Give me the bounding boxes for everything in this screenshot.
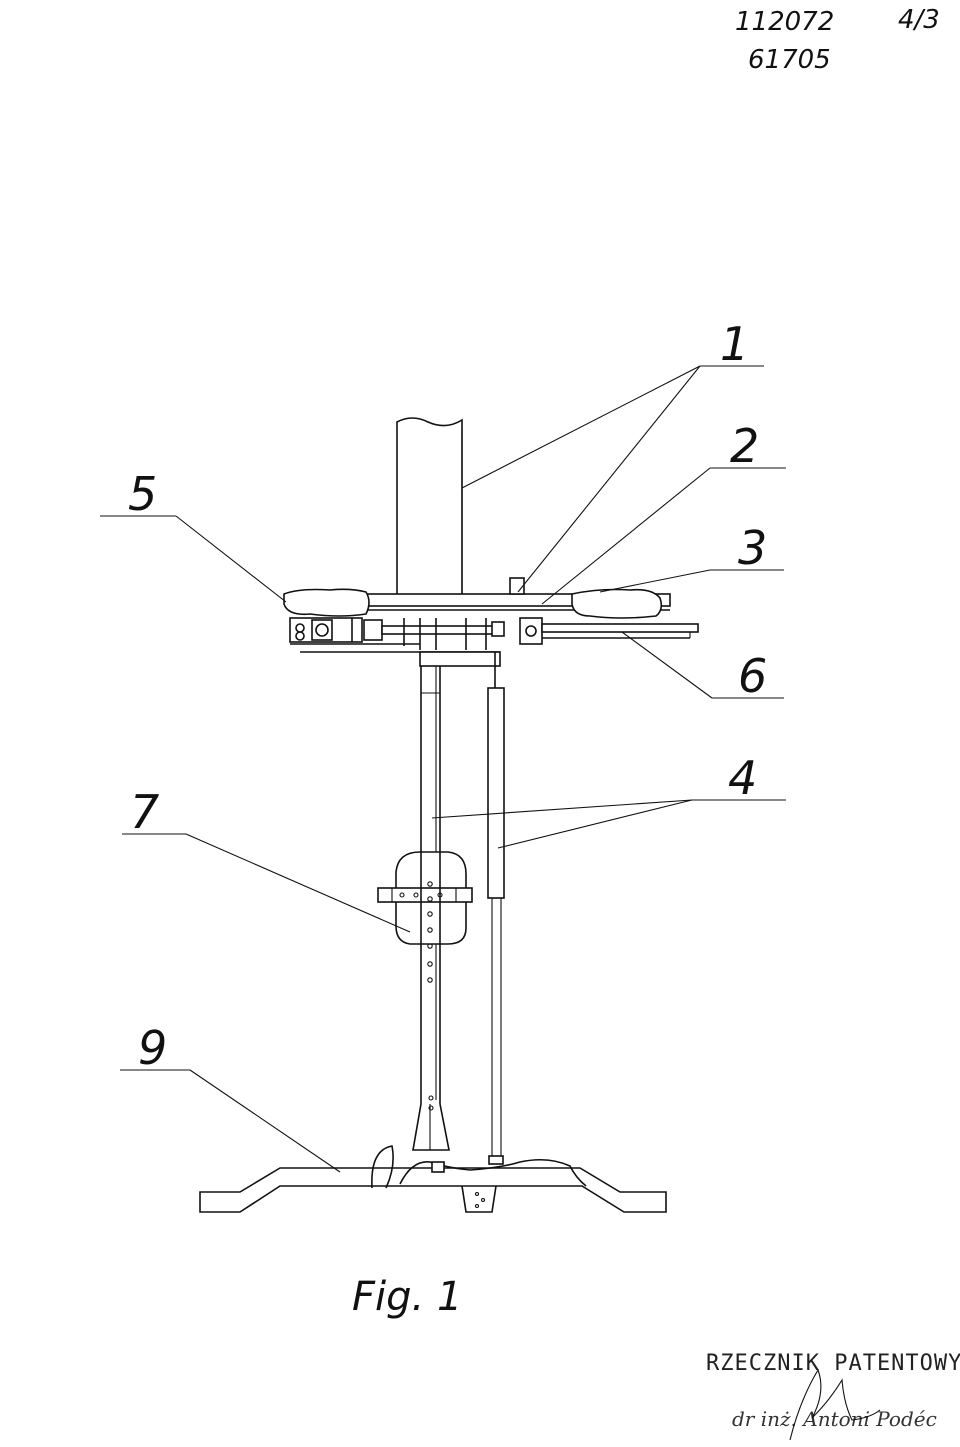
code-bottom-text: 61705	[748, 45, 831, 75]
carriage-assembly	[289, 617, 543, 653]
stamp-name-text: dr inż. Antoni Podéc	[732, 1407, 937, 1431]
signature-mark	[789, 1368, 881, 1441]
callout-9: 9	[138, 1021, 167, 1075]
code-top-text: 112072	[735, 7, 834, 37]
left-grip	[283, 588, 370, 617]
callout-3: 3	[738, 521, 767, 575]
back-pad	[377, 851, 473, 945]
figure-caption: Fig. 1	[352, 1274, 462, 1320]
callout-6: 6	[738, 649, 767, 703]
leader-lines	[100, 365, 786, 1173]
gas-strut	[487, 652, 505, 1165]
right-rail	[541, 623, 699, 639]
callout-7: 7	[130, 785, 159, 839]
mast-upper	[396, 417, 463, 594]
column-collar	[419, 651, 501, 667]
base-frame	[199, 1145, 667, 1213]
callout-4: 4	[728, 751, 757, 805]
sheet-number-text: 4/3	[898, 5, 940, 35]
callout-1: 1	[720, 317, 749, 371]
callout-2: 2	[730, 419, 759, 473]
right-grip	[571, 588, 663, 619]
stamp-office-text: RZECZNIK PATENTOWY	[706, 1351, 960, 1376]
callout-5: 5	[128, 467, 157, 521]
